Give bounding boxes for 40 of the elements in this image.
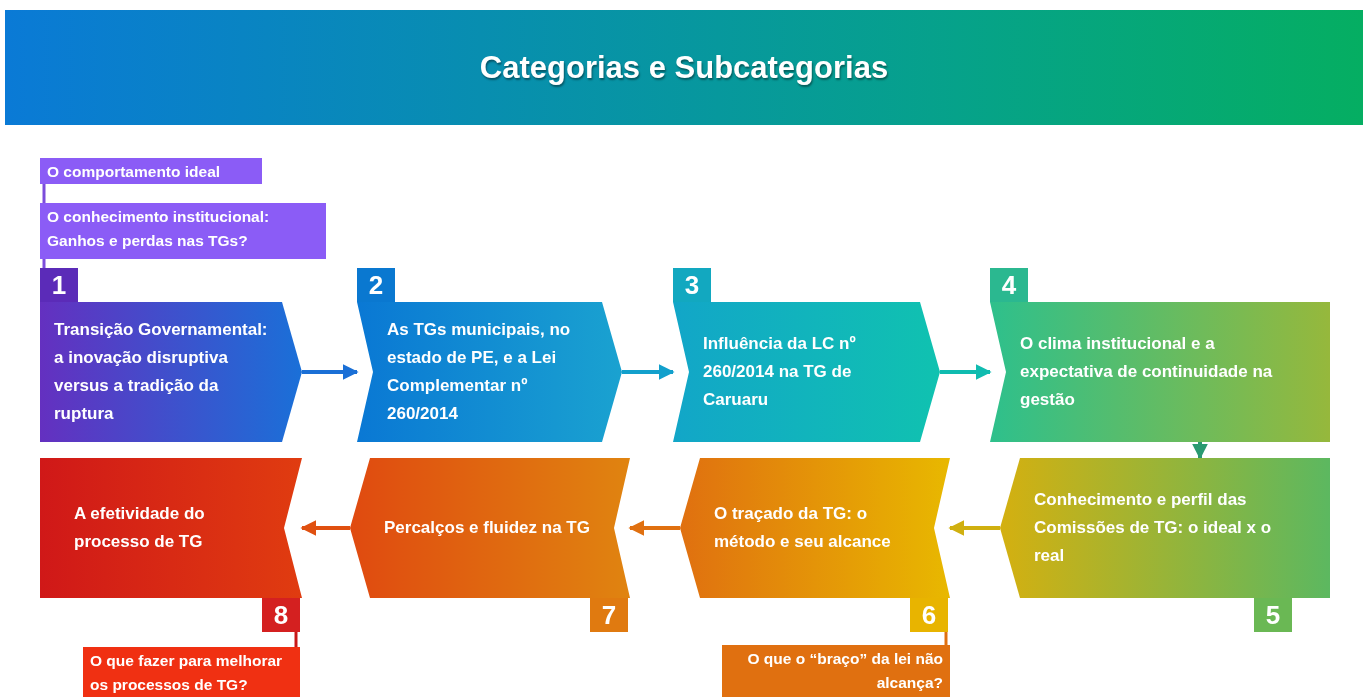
chevron-segment [40, 268, 302, 442]
note-label: O conhecimento institucional: Ganhos e perdas nas TGs? [40, 203, 326, 259]
segment-text: Conhecimento e perfil das Comissões de TG: o ideal x o real [1034, 489, 1273, 567]
segment-text: O traçado da TG: o método e seu alcance [714, 503, 892, 553]
chevron-segment [1000, 458, 1330, 632]
chevron-segment [357, 268, 622, 442]
title: Categorias e Subcategorias [479, 50, 889, 86]
arrow [622, 364, 675, 380]
segment-text: Transição Governamental: a inovação disruptiva versus a tradição da ruptura [54, 319, 268, 425]
step-number: 7 [590, 598, 628, 632]
step-number: 3 [673, 268, 711, 302]
leader-line [944, 632, 948, 645]
note-label: O que fazer para melhorar os processos de TG? [83, 647, 300, 697]
segment-text: O clima institucional e a expectativa de continuidade na gestão [1020, 333, 1274, 411]
step-number: 8 [262, 598, 300, 632]
leader-line [294, 632, 298, 647]
leader-line [42, 184, 46, 203]
note-label: O comportamento ideal [40, 158, 262, 184]
arrow [628, 520, 680, 536]
segment-text: Influência da LC nº 260/2014 na TG de Caruaru [703, 333, 857, 411]
chevron-segment [350, 458, 630, 632]
step-number: 1 [40, 268, 78, 302]
arrow [940, 364, 992, 380]
arrow [1192, 442, 1208, 460]
arrow [302, 364, 359, 380]
segment-text: A efetividade do processo de TG [74, 503, 206, 553]
chevron-segment [990, 268, 1330, 442]
note-label: O que o “braço” da lei não alcança? [722, 645, 950, 697]
chevron-segment [40, 458, 302, 632]
arrow [300, 520, 350, 536]
chevron-segment [673, 268, 940, 442]
chevron-segment [680, 458, 950, 632]
step-number: 5 [1254, 598, 1292, 632]
leader-line [42, 259, 46, 268]
step-number: 4 [990, 268, 1028, 302]
segment-text: As TGs municipais, no estado de PE, e a Lei Complementar nº 260/2014 [387, 319, 572, 425]
step-number: 2 [357, 268, 395, 302]
segment-text: Percalços e fluidez na TG [384, 517, 591, 539]
arrow [948, 520, 1000, 536]
step-number: 6 [910, 598, 948, 632]
